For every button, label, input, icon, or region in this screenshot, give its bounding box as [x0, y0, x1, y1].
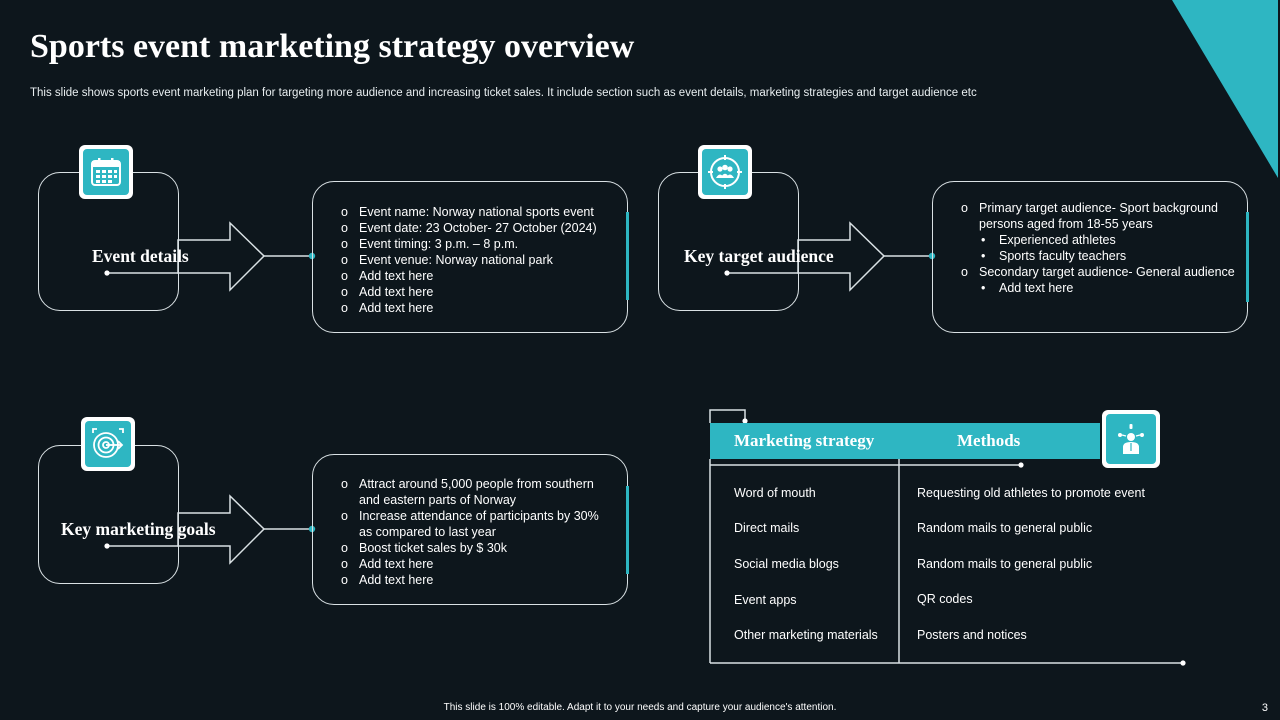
page-title: Sports event marketing strategy overview [30, 28, 635, 65]
strategy-cell: Event apps [734, 593, 797, 607]
page-subtitle: This slide shows sports event marketing … [30, 87, 977, 99]
target-audience-list: Primary target audience- Sport backgroun… [961, 200, 1236, 296]
marketing-goals-icon-tile [81, 417, 135, 471]
corner-accent-triangle [1172, 0, 1278, 178]
target-icon [92, 428, 124, 458]
marketing-goals-accent-bar [626, 486, 629, 574]
list-item: Add text here [981, 280, 1236, 296]
target-audience-icon-tile [698, 145, 752, 199]
list-item: Add text here [341, 300, 616, 316]
event-details-label: Event details [92, 246, 189, 266]
list-item: Event name: Norway national sports event [341, 204, 616, 220]
target-audience-accent-bar [1246, 212, 1249, 302]
primary-audience-text: Primary target audience- Sport backgroun… [979, 201, 1219, 231]
strategy-cell: Word of mouth [734, 486, 816, 500]
method-cell: Posters and notices [917, 628, 1027, 642]
list-item: Add text here [341, 284, 616, 300]
method-cell: Requesting old athletes to promote event [917, 486, 1145, 500]
method-cell: QR codes [917, 592, 973, 606]
arrow-marketing-goals [177, 494, 266, 565]
methods-header: Methods [957, 431, 1021, 450]
marketing-table-header-bar [710, 423, 1100, 459]
strategy-cell: Social media blogs [734, 557, 839, 571]
strategy-cell: Direct mails [734, 521, 800, 535]
presenter-icon [1118, 424, 1144, 454]
list-item: Boost ticket sales by $ 30k [341, 540, 599, 556]
marketing-goals-label: Key marketing goals [61, 519, 216, 539]
list-item: Add text here [341, 556, 599, 572]
method-cell: Random mails to general public [917, 521, 1093, 535]
list-item: Sports faculty teachers [981, 248, 1236, 264]
arrow-event-details [177, 221, 266, 292]
target-audience-label: Key target audience [684, 246, 834, 266]
page-number: 3 [1261, 702, 1268, 714]
primary-audience-sublist: Experienced athletes Sports faculty teac… [981, 232, 1236, 264]
arrow-target-audience [797, 221, 886, 292]
list-item: Event timing: 3 p.m. – 8 p.m. [341, 236, 616, 252]
secondary-audience-sublist: Add text here [981, 280, 1236, 296]
list-item: Event venue: Norway national park [341, 252, 616, 268]
secondary-audience-text: Secondary target audience- General audie… [979, 265, 1235, 279]
event-details-icon-tile [79, 145, 133, 199]
list-item: Experienced athletes [981, 232, 1236, 248]
list-item: Primary target audience- Sport backgroun… [961, 200, 1236, 264]
method-cell: Random mails to general public [917, 557, 1093, 571]
marketing-goals-list: Attract around 5,000 people from souther… [341, 476, 599, 588]
list-item: Add text here [341, 268, 616, 284]
strategy-cell: Other marketing materials [734, 628, 878, 642]
audience-icon [708, 155, 742, 189]
marketing-table-icon-tile [1102, 410, 1160, 468]
event-details-list: Event name: Norway national sports event… [341, 204, 616, 316]
list-item: Increase attendance of participants by 3… [341, 508, 599, 540]
marketing-strategy-header: Marketing strategy [734, 431, 875, 450]
footer-note: This slide is 100% editable. Adapt it to… [443, 702, 837, 713]
list-item: Add text here [341, 572, 599, 588]
calendar-icon [91, 158, 121, 186]
list-item: Attract around 5,000 people from souther… [341, 476, 599, 508]
list-item: Event date: 23 October- 27 October (2024… [341, 220, 616, 236]
event-details-accent-bar [626, 212, 629, 300]
list-item: Secondary target audience- General audie… [961, 264, 1236, 296]
